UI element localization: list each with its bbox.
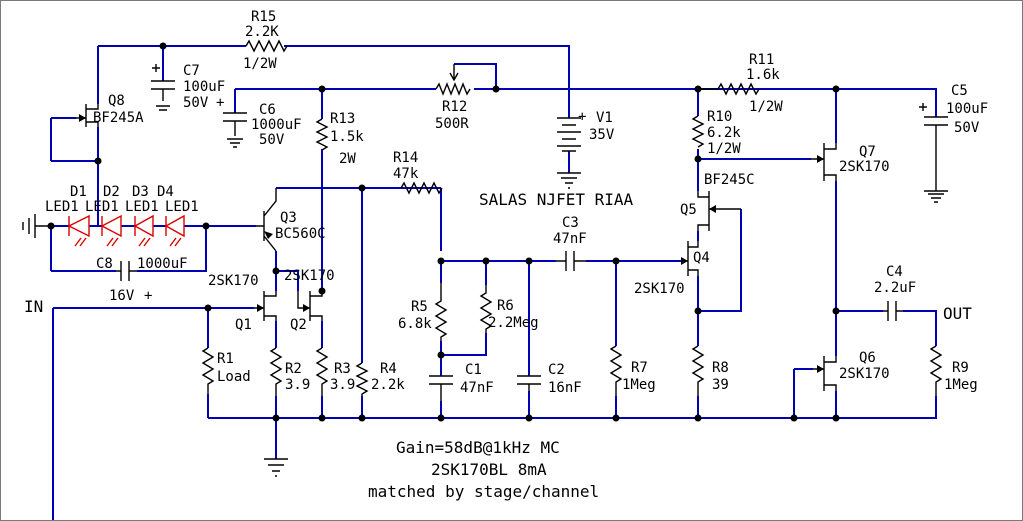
note-matching: matched by stage/channel [368,482,599,501]
q1-part: 2SK170 [208,273,259,289]
c8-ref: C8 [96,256,113,272]
c7-rating: 50V [183,95,209,111]
r2-ref: R2 [285,361,302,377]
note-jfet-grade: 2SK170BL 8mA [431,460,547,479]
r15-rating: 1/2W [243,56,277,72]
q2-part: 2SK170 [284,268,335,284]
c2-ref: C2 [548,362,565,378]
r13-value: 1.5k [330,129,364,145]
r13-ref: R13 [330,111,355,127]
q5-part: BF245C [704,172,755,188]
c1-value: 47nF [460,380,494,396]
r11-rating: 1/2W [749,99,783,115]
r12-value: 500R [435,116,469,132]
junction-dots [47,42,840,422]
r14-value: 47k [393,166,419,182]
d3-ref: D3 [132,184,149,200]
q8-part: BF245A [93,110,144,126]
note-gain: Gain=58dB@1kHz MC [396,438,560,457]
c6-value: 1000uF [251,117,302,133]
q3-ref: Q3 [280,210,297,226]
r10-rating: 1/2W [707,141,741,157]
d2-ref: D2 [103,184,120,200]
output-port-label: OUT [943,304,972,323]
c8-plus-sign: + [144,288,152,304]
c7-value: 100uF [183,79,225,95]
r10-ref: R10 [707,109,732,125]
r4-ref: R4 [380,361,397,377]
c5-rating: 50V [954,120,980,136]
r1-value: Load [217,369,251,385]
q4-ref: Q4 [693,250,710,266]
c6-ref: C6 [259,102,276,118]
battery-v1-symbol [557,117,581,189]
ground-symbols [22,190,948,477]
r9-value: 1Meg [944,377,978,393]
c4-value: 2.2uF [874,280,916,296]
r6-value: 2.2Meg [488,315,539,331]
r10-value: 6.2k [707,125,741,141]
r1-ref: R1 [217,351,234,367]
r8-ref: R8 [712,360,729,376]
r7-ref: R7 [631,360,648,376]
c3-value: 47nF [553,231,587,247]
q6-ref: Q6 [859,350,876,366]
q7-part: 2SK170 [839,159,890,175]
q8-ref: Q8 [108,93,125,109]
r12-ref: R12 [442,99,467,115]
r13-rating: 2W [339,151,356,167]
led-symbols [67,214,185,247]
r15-value: 2.2K [245,24,279,40]
d2-part: LED1 [85,199,119,215]
r4-value: 2.2k [371,377,405,393]
r3-ref: R3 [334,361,351,377]
r15-ref: R15 [251,9,276,25]
c8-value: 1000uF [137,256,188,272]
q4-part: 2SK170 [634,281,685,297]
c4-ref: C4 [886,264,903,280]
c2-value: 16nF [548,380,582,396]
q5-ref: Q5 [680,202,697,218]
r14-ref: R14 [393,150,418,166]
c7-ref: C7 [183,63,200,79]
c1-ref: C1 [465,362,482,378]
r3-value: 3.9 [330,377,355,393]
q3-part: BC560C [275,226,326,242]
c5-value: 100uF [946,101,988,117]
c7-plus-sign: + [216,95,224,111]
v1-plus-sign: + [578,109,586,125]
r2-value: 3.9 [285,377,310,393]
r5-value: 6.8k [398,316,432,332]
d4-part: LED1 [165,199,199,215]
c6-rating: 50V [259,132,285,148]
d4-ref: D4 [157,184,174,200]
q2-ref: Q2 [290,317,307,333]
c5-ref: C5 [951,83,968,99]
c8-rating: 16V [109,288,135,304]
q7-ref: Q7 [859,144,876,160]
q1-ref: Q1 [235,317,252,333]
v1-value: 35V [589,127,615,143]
r8-value: 39 [712,377,729,393]
d1-ref: D1 [70,184,87,200]
r9-ref: R9 [952,360,969,376]
r7-value: 1Meg [622,377,656,393]
r11-value: 1.6k [746,67,780,83]
r6-ref: R6 [497,298,514,314]
input-port-label: IN [24,297,43,316]
r11-ref: R11 [749,52,774,68]
labels: R15 2.2K 1/2W R12 500R R11 1.6k 1/2W R13… [24,9,988,501]
q6-part: 2SK170 [839,366,890,382]
circuit-title: SALAS NJFET RIAA [479,190,633,209]
transistor-symbols [76,104,837,391]
capacitor-symbols [116,64,948,401]
v1-ref: V1 [596,110,613,126]
d1-part: LED1 [45,199,79,215]
c3-ref: C3 [562,215,579,231]
r5-ref: R5 [411,299,428,315]
resistor-symbols [201,39,943,396]
d3-part: LED1 [125,199,159,215]
